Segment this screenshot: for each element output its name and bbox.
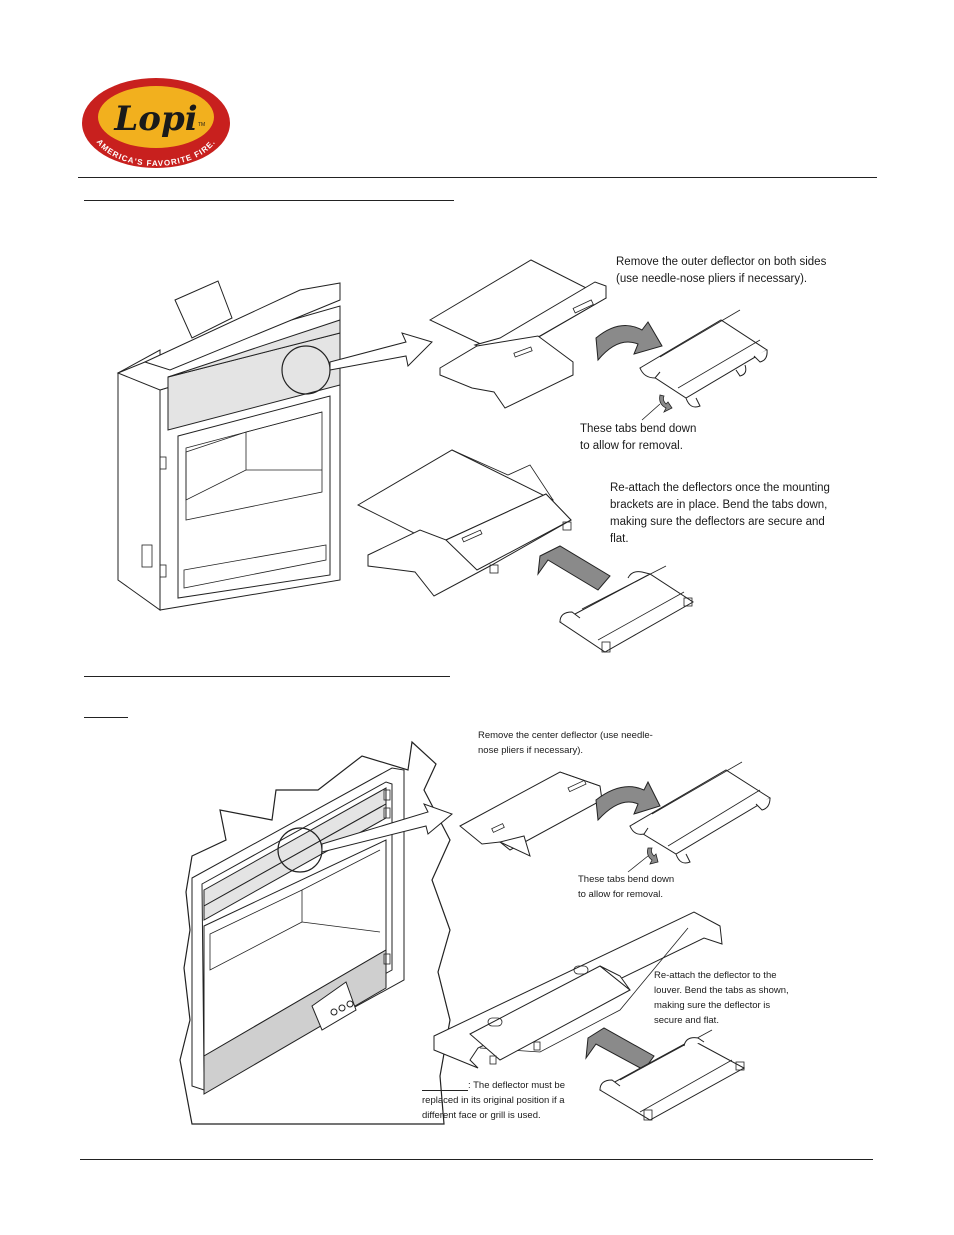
section2-subheading-underline — [84, 717, 128, 718]
removal-curved-arrow — [595, 321, 663, 362]
section2-illustration — [179, 740, 771, 1125]
tabs-bend-caption-2: These tabs bend down to allow for remova… — [578, 874, 675, 900]
lopi-logo: Lopi TM AMERICA'S FAVORITE FIRE. — [82, 78, 230, 168]
section1-illustration — [116, 259, 768, 653]
wall-cutout-outline — [179, 740, 451, 1125]
reattach-arrow-2 — [585, 1027, 655, 1071]
replacement-center-deflector — [598, 1029, 746, 1121]
reattach-deflector-caption: Re-attach the deflector to the louver. B… — [654, 970, 789, 1026]
tabs-bend-caption-1: These tabs bend down to allow for remova… — [580, 423, 697, 452]
removal-curved-arrow-2 — [595, 780, 661, 822]
deflector-note-caption: : The deflector must be replaced in its … — [422, 1080, 565, 1121]
tab-bend-arrow — [659, 394, 673, 413]
tab-bend-arrow-2 — [647, 847, 659, 865]
header-rule — [78, 177, 877, 178]
reattach-arrow — [537, 545, 611, 591]
logo-inner-field — [98, 86, 214, 148]
pointer-arrow-2 — [321, 803, 453, 853]
center-deflector-exploded — [459, 771, 603, 857]
removed-center-deflector — [629, 761, 771, 864]
fireplace-unit-outline — [116, 280, 341, 611]
logo-wordmark: Lopi — [113, 99, 197, 139]
removed-outer-deflector — [639, 309, 768, 408]
note-label-underline — [422, 1090, 468, 1091]
footer-rule — [80, 1159, 873, 1160]
reattach-deflectors-caption: Re-attach the deflectors once the mounti… — [610, 482, 830, 545]
deflector-assembly-exploded — [428, 259, 608, 409]
remove-center-deflector-caption: Remove the center deflector (use needle-… — [478, 730, 653, 756]
replacement-outer-deflector — [559, 565, 694, 653]
remove-outer-deflector-caption: Remove the outer deflector on both sides… — [616, 256, 827, 285]
louver-assembly — [433, 911, 723, 1069]
logo-trademark: TM — [198, 122, 205, 128]
section2-heading-underline — [84, 676, 450, 677]
reattach-assembly — [356, 449, 572, 597]
pointer-arrow — [329, 332, 433, 371]
section1-heading-underline — [84, 200, 454, 201]
